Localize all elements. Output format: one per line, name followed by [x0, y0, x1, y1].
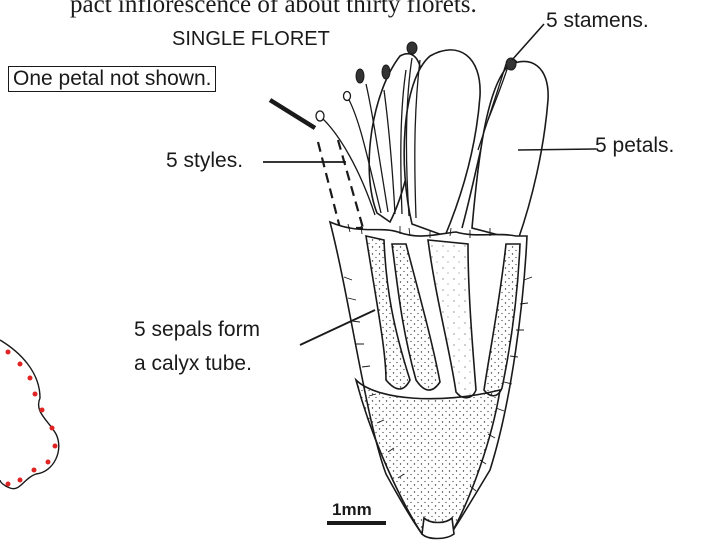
style-tips: [316, 92, 351, 122]
sepals-label-line2: a calyx tube.: [134, 352, 252, 376]
calyx-tube: [330, 222, 527, 539]
missing-petal-outline: [318, 140, 363, 228]
stamens-label: 5 stamens.: [546, 9, 649, 33]
header-text: pact inflorescence of about thirty flore…: [70, 0, 477, 20]
styles-label: 5 styles.: [166, 149, 243, 173]
sepals-label-line1: 5 sepals form: [134, 318, 260, 342]
partial-leaf-outline: [0, 340, 59, 489]
petals: [369, 50, 548, 240]
calyx-base: [356, 380, 500, 534]
leader-stamens: [512, 24, 544, 60]
leader-petals: [518, 149, 596, 150]
diagram-title: SINGLE FLORET: [172, 28, 330, 51]
petal-right: [472, 61, 548, 240]
scale-label: 1mm: [332, 500, 372, 520]
leader-petal-note: [270, 100, 315, 128]
petal-note-label: One petal not shown.: [8, 66, 216, 92]
petals-label: 5 petals.: [595, 134, 674, 158]
